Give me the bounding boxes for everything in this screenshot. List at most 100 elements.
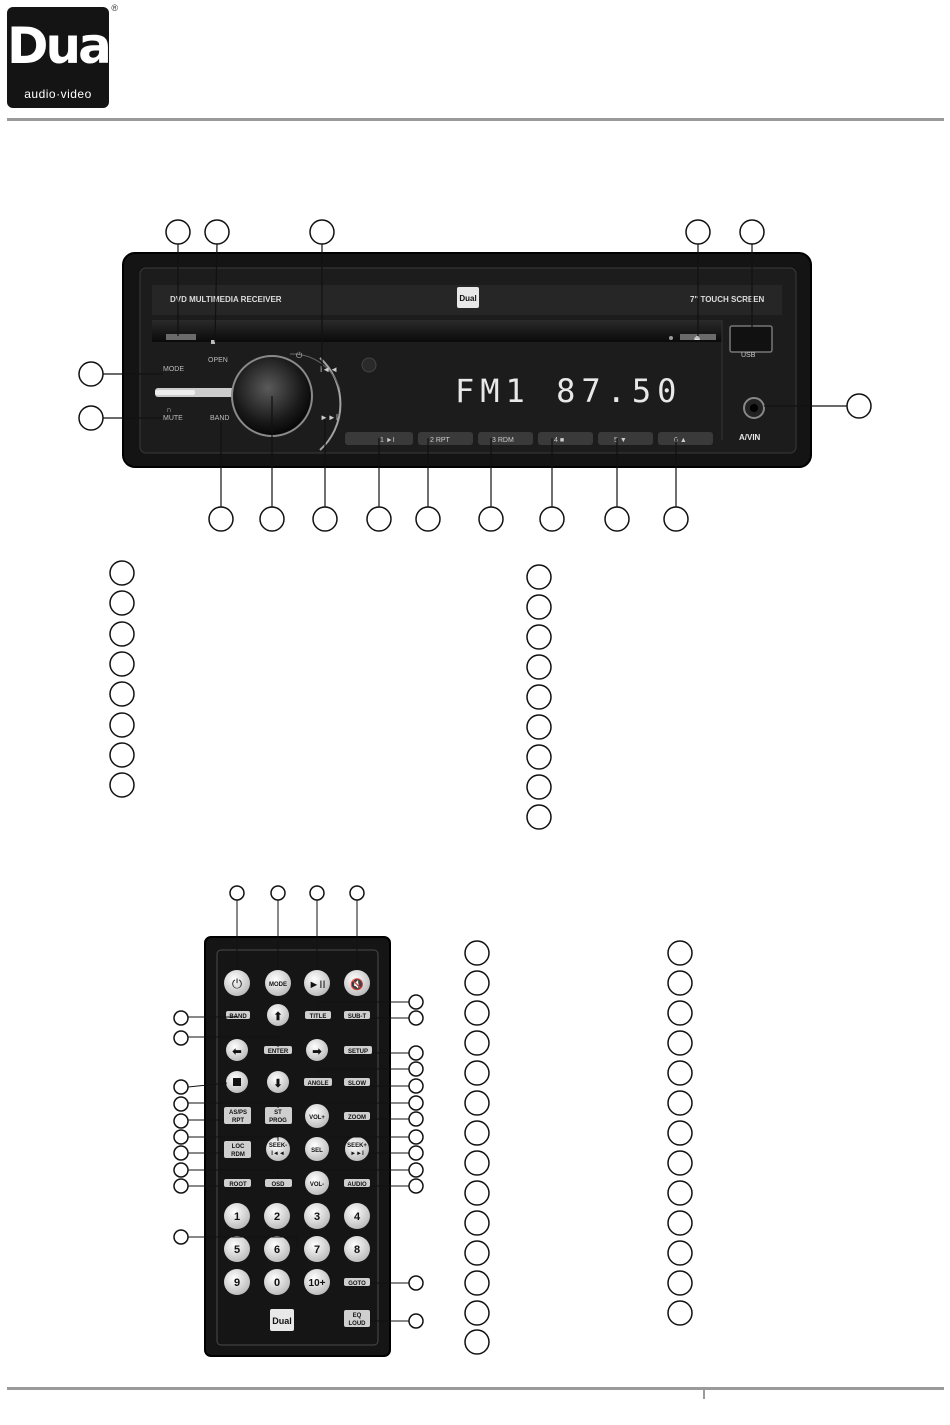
remote-goto-button[interactable] [344,1278,370,1286]
callout-circle [366,506,392,532]
callout-circle [173,1145,189,1161]
remote-key-7[interactable] [304,1236,330,1262]
remote-key-0[interactable] [264,1269,290,1295]
callout-circle [173,1096,189,1112]
remote-root-button[interactable] [224,1179,251,1187]
remote-slow-button[interactable] [344,1078,370,1086]
key-0-label: 0 [274,1277,280,1289]
remote-eq-label: EQ [353,1313,362,1319]
remote-audio-button[interactable] [344,1179,370,1187]
callout-circle [78,405,104,431]
open-label: OPEN [208,357,228,364]
remote-key-5[interactable] [224,1236,250,1262]
remote-left-callouts [173,1010,189,1245]
mode-label: MODE [163,366,184,373]
legend-circle [109,651,135,677]
remote-key-4[interactable] [344,1203,370,1229]
remote-select-button[interactable] [305,1137,329,1161]
legend-circle [464,1210,490,1236]
legend-circle [464,1300,490,1326]
legend-circle [526,654,552,680]
remote-top-leaders [236,900,358,970]
remote-left-button[interactable] [226,1039,248,1061]
eject-icon: ⏏ [694,335,701,342]
remote-asps-rpt-button[interactable] [224,1107,251,1124]
remote-eq-loud-button[interactable] [344,1310,370,1327]
remote-title-button[interactable] [305,1011,331,1019]
legend-circle [526,624,552,650]
callout-circle [208,506,234,532]
callout-circle [408,1095,424,1111]
preset-3-label: 3 RDM [492,437,514,444]
callout-circle [739,219,765,245]
remote-mute-button[interactable] [344,970,370,996]
remote-st-prog-button[interactable] [265,1107,292,1124]
remote-volume-down-button[interactable] [305,1171,329,1195]
remote-power-button[interactable] [224,970,250,996]
legend-circle [526,564,552,590]
remote-key-9[interactable] [224,1269,250,1295]
remote-mode-label: MODE [269,982,287,988]
remote-volume-up-button[interactable] [305,1104,329,1128]
callout-circle [408,1111,424,1127]
legend-circle [667,1030,693,1056]
remote-osd-button[interactable] [265,1179,292,1187]
preset-5-button[interactable] [598,432,653,445]
remote-up-button[interactable] [267,1004,289,1026]
callout-circle [685,219,711,245]
mute-icon: ∩ [166,405,172,414]
legend-circle [464,970,490,996]
remote-key-8[interactable] [344,1236,370,1262]
preset-6-label: 6 ▲ [674,437,687,444]
next-track-icon[interactable]: ►►I [320,413,338,422]
remote-loc-label: LOC [232,1144,245,1150]
callout-circle [309,219,335,245]
remote-setup-button[interactable] [344,1046,372,1054]
legend-circle [109,621,135,647]
legend-circle [667,1090,693,1116]
remote-loc-rdm-button[interactable] [224,1141,251,1158]
play-pause-icon: ►II [309,979,326,991]
callout-circle [408,1178,424,1194]
legend-circle [667,940,693,966]
callout-circle [539,506,565,532]
remote-enter-button[interactable] [264,1046,292,1054]
remote-seek-up-button[interactable] [345,1137,369,1161]
ir-sensor [669,336,673,340]
legend-circle [109,681,135,707]
legend-circle [667,1180,693,1206]
remote-key-1[interactable] [224,1203,250,1229]
previous-track-icon[interactable]: I◄◄ [320,365,338,374]
remote-seek-down-button[interactable] [266,1137,290,1161]
remote-key-2[interactable] [264,1203,290,1229]
preset-4-button[interactable] [538,432,593,445]
remote-right-button[interactable] [306,1039,328,1061]
remote-prog-label: PROG [269,1118,287,1124]
remote-key-3[interactable] [304,1203,330,1229]
callout-circle [478,506,504,532]
callout-circle [604,506,630,532]
remote-subt-button[interactable] [344,1011,370,1019]
preset-3-button[interactable] [478,432,533,445]
callout-circle [204,219,230,245]
usb-port[interactable] [729,325,773,353]
preset-2-button[interactable] [418,432,473,445]
remote-angle-label: ANGLE [308,1081,329,1087]
legend-circle [667,1240,693,1266]
remote-key-6[interactable] [264,1236,290,1262]
remote-play-pause-button[interactable] [304,970,330,996]
legend-circle [464,1090,490,1116]
remote-key-10plus[interactable] [304,1269,330,1295]
callout-circle [408,1145,424,1161]
remote-zoom-button[interactable] [344,1112,370,1120]
eject-button[interactable] [680,334,716,340]
open-slot-button[interactable] [166,334,196,340]
legend-circle [667,1210,693,1236]
remote-mode-button[interactable] [265,970,291,996]
key-10plus-label: 10+ [309,1278,326,1289]
remote-angle-button[interactable] [304,1078,332,1086]
remote-down-button[interactable] [267,1071,289,1093]
legend-circle [464,1180,490,1206]
preset-6-button[interactable] [658,432,713,445]
